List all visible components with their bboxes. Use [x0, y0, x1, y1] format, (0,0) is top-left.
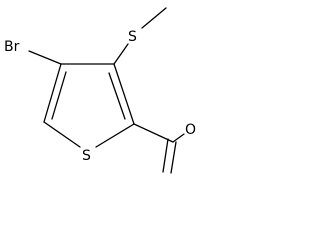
bond-c-o-ester — [172, 133, 185, 143]
bond-c2-carbonyl — [133, 123, 174, 143]
bond-c2-s1 — [95, 123, 135, 148]
bond-c5-c4 — [43, 63, 62, 123]
bond-s-ch3 — [141, 7, 167, 29]
bond-c3-s — [113, 43, 129, 65]
molecule-structure: Br S S O — [4, 7, 196, 174]
atom-thioether-sulfur: S — [128, 29, 137, 45]
atom-ester-oxygen: O — [185, 122, 196, 138]
bond-c3-c2 — [113, 63, 135, 125]
bond-c4-br — [28, 50, 62, 65]
atom-ring-sulfur: S — [82, 148, 91, 164]
bond-s1-c5 — [43, 121, 81, 148]
thiophene-ring — [43, 63, 135, 148]
bond-c-o-double-a — [162, 138, 169, 173]
bond-c3-c2-double — [108, 72, 126, 120]
atom-bromine: Br — [4, 39, 20, 55]
bond-c5-c4-double — [51, 71, 67, 120]
bond-c-o-double-b — [170, 141, 177, 174]
